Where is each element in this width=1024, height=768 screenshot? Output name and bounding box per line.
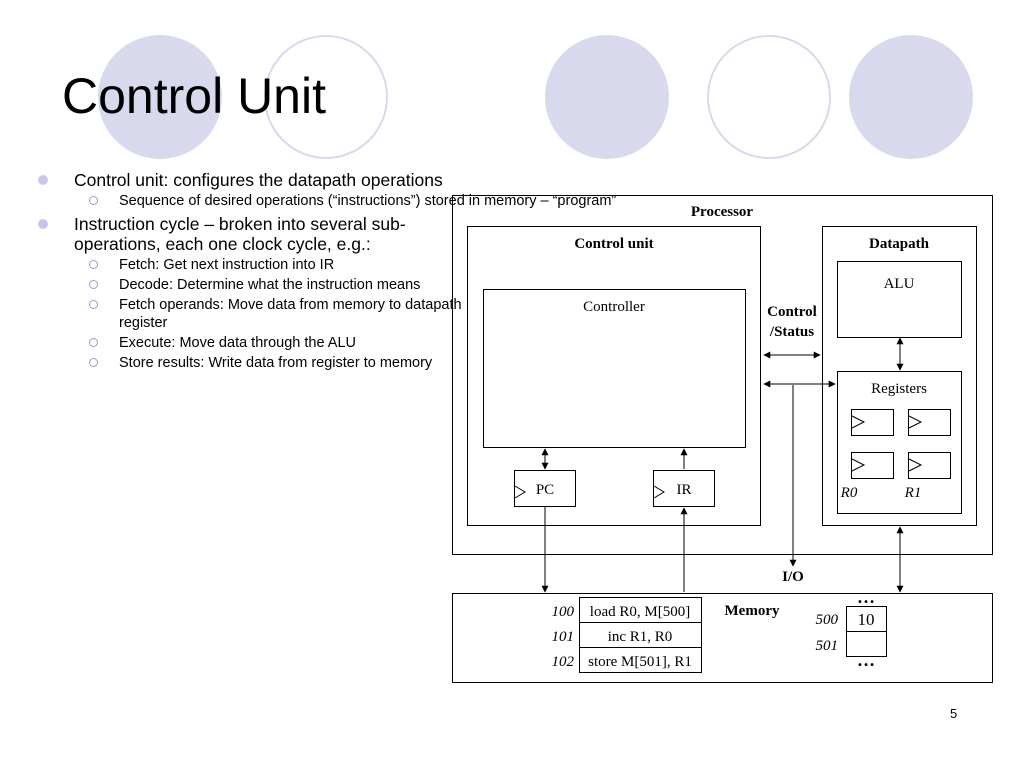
sub-bullet-execute: Execute: Move data through the ALU bbox=[38, 334, 463, 352]
control-status-label-1: Control bbox=[767, 304, 817, 320]
register-r0 bbox=[851, 452, 894, 479]
bullet-list: Control unit: configures the datapath op… bbox=[38, 166, 616, 372]
data-value: 10 bbox=[858, 610, 875, 629]
memory-cell bbox=[579, 647, 702, 673]
program-address: 100 bbox=[552, 604, 575, 620]
control-unit-label: Control unit bbox=[574, 236, 653, 252]
clock-triangle-icon bbox=[908, 415, 923, 429]
program-instruction: inc R1, R0 bbox=[608, 629, 673, 645]
alu-box bbox=[837, 261, 962, 338]
sub-bullet-decode: Decode: Determine what the instruction m… bbox=[38, 276, 463, 294]
decorative-circle-3 bbox=[545, 35, 669, 159]
r0-label: R0 bbox=[840, 485, 858, 501]
clock-triangle-icon bbox=[908, 458, 923, 472]
controller-box bbox=[483, 289, 746, 448]
bullet-instruction-cycle: Instruction cycle – broken into several … bbox=[38, 214, 463, 254]
io-label: I/O bbox=[782, 569, 804, 585]
clock-triangle-icon bbox=[851, 458, 866, 472]
memory-cell bbox=[846, 631, 887, 657]
ellipsis-bottom: … bbox=[857, 650, 875, 670]
control-status-label-2: /Status bbox=[769, 324, 814, 340]
sub-bullet-fetch: Fetch: Get next instruction into IR bbox=[38, 256, 463, 274]
register-r1 bbox=[908, 452, 951, 479]
slide-title: Control Unit bbox=[62, 68, 326, 124]
sub-bullet-store-results: Store results: Write data from register … bbox=[38, 354, 463, 372]
ir-register-box bbox=[653, 470, 715, 507]
clock-triangle-icon bbox=[514, 485, 526, 499]
datapath-box bbox=[822, 226, 977, 526]
registers-box bbox=[837, 371, 962, 514]
decorative-circle-4 bbox=[707, 35, 831, 159]
register-cell bbox=[908, 409, 951, 436]
registers-label: Registers bbox=[871, 381, 927, 397]
program-instruction: store M[501], R1 bbox=[588, 654, 692, 670]
data-address: 500 bbox=[816, 612, 839, 628]
program-address: 102 bbox=[552, 654, 575, 670]
clock-triangle-icon bbox=[653, 485, 665, 499]
memory-box bbox=[452, 593, 993, 683]
decorative-circle-1 bbox=[98, 35, 222, 159]
sub-bullet-sequence: Sequence of desired operations (“instruc… bbox=[38, 192, 616, 210]
page-number: 5 bbox=[950, 706, 958, 721]
pc-label: PC bbox=[536, 482, 554, 498]
program-address: 101 bbox=[552, 629, 575, 645]
alu-label: ALU bbox=[884, 276, 915, 292]
data-address: 501 bbox=[816, 638, 839, 654]
processor-box bbox=[452, 195, 993, 555]
r1-label: R1 bbox=[904, 485, 922, 501]
ir-label: IR bbox=[677, 482, 692, 498]
register-cell bbox=[851, 409, 894, 436]
program-instruction: load R0, M[500] bbox=[590, 604, 690, 620]
datapath-label: Datapath bbox=[869, 236, 930, 252]
clock-triangle-icon bbox=[851, 415, 866, 429]
controller-label: Controller bbox=[583, 299, 645, 315]
pc-register-box bbox=[514, 470, 576, 507]
processor-label: Processor bbox=[691, 204, 754, 220]
memory-label: Memory bbox=[725, 603, 780, 619]
control-unit-box bbox=[467, 226, 761, 526]
bullet-control-unit: Control unit: configures the datapath op… bbox=[38, 170, 463, 190]
sub-bullet-fetch-operands: Fetch operands: Move data from memory to… bbox=[38, 296, 463, 332]
ellipsis-top: … bbox=[857, 587, 875, 607]
decorative-circle-5 bbox=[849, 35, 973, 159]
decorative-circle-2 bbox=[264, 35, 388, 159]
